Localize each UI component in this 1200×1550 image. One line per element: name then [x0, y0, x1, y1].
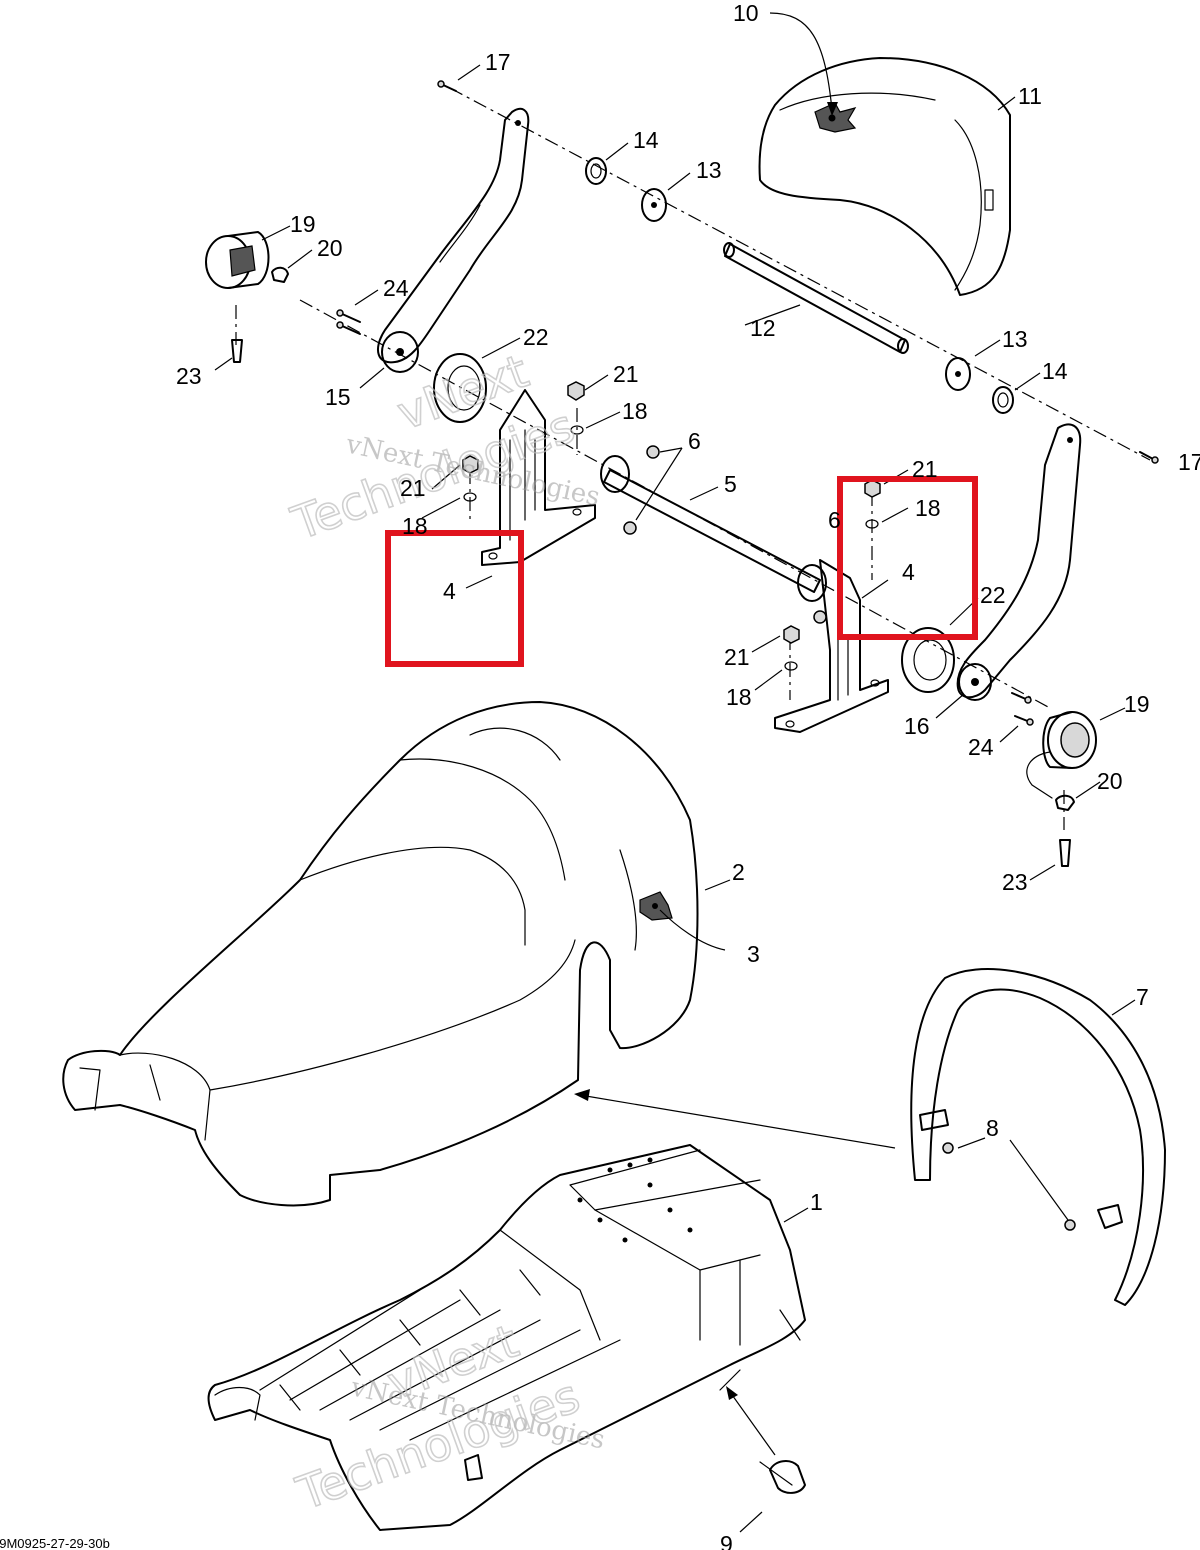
highlight-box-left-bracket: [385, 530, 524, 667]
seat-cover: [62, 701, 699, 1207]
callout-12: 12: [750, 315, 776, 341]
callout-15: 15: [325, 384, 351, 410]
callout-21-c: 21: [912, 456, 938, 482]
callout-24-right: 24: [968, 734, 994, 760]
assembly-arrows: [574, 12, 896, 1456]
axle-and-brackets: [481, 389, 889, 733]
callout-17-right: 17: [1178, 449, 1200, 475]
callout-11: 11: [1018, 83, 1042, 109]
highlight-boxes: [385, 476, 978, 667]
callout-6-a: 6: [688, 428, 701, 454]
callout-18-d: 18: [726, 684, 752, 710]
callout-20-right: 20: [1097, 768, 1123, 794]
callout-labels: 10 17 11 14 13 19 20 24 12 22 13 23 14 2…: [176, 0, 1200, 1550]
callout-5: 5: [724, 471, 737, 497]
nuts-and-washers: [462, 381, 881, 671]
callout-21-b: 21: [400, 475, 426, 501]
seat-base: [207, 1144, 806, 1531]
callout-4-left: 4: [443, 578, 456, 604]
callout-18-b: 18: [402, 513, 428, 539]
shaft-12: [723, 242, 909, 354]
callout-9: 9: [720, 1531, 733, 1550]
callout-17-top: 17: [485, 49, 511, 75]
callout-21-d: 21: [724, 644, 750, 670]
callout-19-right: 19: [1124, 691, 1150, 717]
callout-13-right: 13: [1002, 326, 1028, 352]
callout-22-right: 22: [980, 582, 1006, 608]
callout-7: 7: [1136, 984, 1149, 1010]
drawing-code: 29M0925-27-29-30b: [0, 1536, 110, 1550]
callout-14-top: 14: [633, 127, 659, 153]
callout-4-right: 4: [902, 559, 915, 585]
callout-20-left: 20: [317, 235, 343, 261]
callout-24-left: 24: [383, 275, 409, 301]
callout-19-left: 19: [290, 211, 316, 237]
callout-3: 3: [747, 941, 760, 967]
callout-14-right: 14: [1042, 358, 1068, 384]
callout-22-left: 22: [523, 324, 549, 350]
highlight-box-right-bracket: [837, 476, 978, 640]
backrest-pad: [758, 57, 1011, 296]
leader-lines: [214, 64, 1136, 1533]
knobs-and-fasteners: [205, 231, 1097, 867]
callout-13-top: 13: [696, 157, 722, 183]
callout-2: 2: [732, 859, 745, 885]
callout-1: 1: [810, 1189, 823, 1215]
callout-6-b: 6: [828, 507, 841, 533]
callout-10: 10: [733, 0, 759, 26]
right-support-arm: [956, 423, 1082, 701]
ratchet-plates: [433, 353, 955, 693]
callout-8: 8: [986, 1115, 999, 1141]
callout-23-right: 23: [1002, 869, 1028, 895]
callout-21-a: 21: [613, 361, 639, 387]
callout-23-left: 23: [176, 363, 202, 389]
washers: [585, 157, 1014, 414]
callout-18-a: 18: [622, 398, 648, 424]
screws-17: [437, 80, 1159, 464]
left-support-arm: [376, 107, 530, 373]
trim-and-clips: [759, 968, 1166, 1494]
callout-16: 16: [904, 713, 930, 739]
callout-18-c: 18: [915, 495, 941, 521]
